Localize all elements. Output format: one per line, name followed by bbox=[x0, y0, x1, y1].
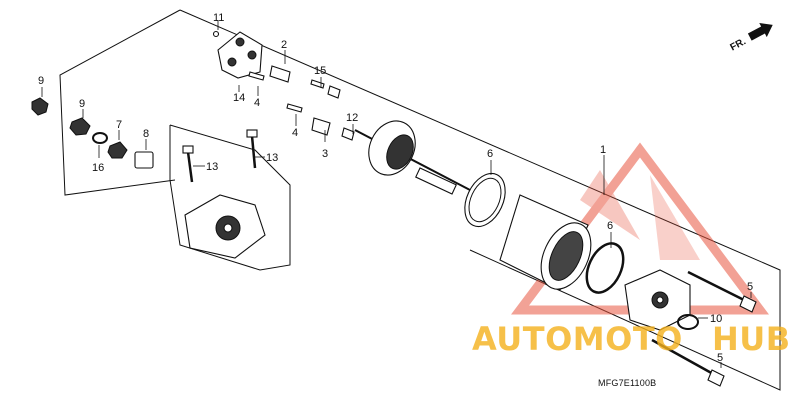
diagram-code: MFG7E1100B bbox=[598, 378, 656, 388]
yoke bbox=[499, 194, 592, 291]
callout-13-left: 13 bbox=[206, 161, 218, 173]
brush-springs bbox=[248, 65, 355, 141]
front-direction-indicator: FR. bbox=[728, 22, 773, 54]
callout-10: 10 bbox=[710, 313, 722, 325]
bolts-13 bbox=[182, 129, 258, 183]
callout-11: 11 bbox=[213, 12, 224, 24]
callout-16: 16 bbox=[92, 162, 104, 174]
callout-5-upper: 5 bbox=[747, 281, 753, 293]
small-parts-left bbox=[31, 97, 154, 169]
rear-cover bbox=[184, 194, 266, 259]
o-ring-lower bbox=[585, 242, 625, 294]
callout-7: 7 bbox=[116, 119, 122, 131]
callout-13-right: 13 bbox=[266, 152, 278, 164]
callout-12: 12 bbox=[346, 112, 358, 124]
o-ring-10 bbox=[677, 314, 699, 330]
leader-lines bbox=[41, 20, 752, 368]
watermark-automoto: AUTOMOTO bbox=[472, 320, 683, 358]
callout-3: 3 bbox=[322, 148, 328, 160]
callout-1: 1 bbox=[600, 144, 606, 156]
callout-15: 15 bbox=[314, 65, 326, 77]
armature bbox=[354, 120, 471, 195]
o-ring-upper bbox=[464, 172, 506, 228]
long-bolts bbox=[651, 270, 757, 387]
callout-9-left: 9 bbox=[38, 75, 44, 87]
callout-4-lower: 4 bbox=[292, 127, 298, 139]
arrow-right-icon bbox=[747, 22, 773, 41]
callout-6-upper: 6 bbox=[487, 148, 493, 160]
callout-14: 14 bbox=[233, 92, 245, 104]
brush-holder-assembly bbox=[212, 30, 263, 79]
callout-8: 8 bbox=[143, 128, 149, 140]
callout-9-right: 9 bbox=[79, 98, 85, 110]
watermark-text: AUTOMOTO HUB bbox=[472, 320, 791, 358]
fr-label: FR. bbox=[728, 36, 748, 53]
callout-6-lower: 6 bbox=[607, 220, 613, 232]
watermark-hub: HUB bbox=[712, 320, 791, 358]
callout-5-lower: 5 bbox=[717, 352, 723, 364]
o-ring-upper-inner bbox=[468, 177, 502, 223]
callout-4-upper: 4 bbox=[254, 97, 260, 109]
assembly-outline bbox=[59, 9, 781, 391]
callout-labels: 11 2 15 14 4 4 3 12 9 9 7 8 16 13 13 6 1… bbox=[38, 12, 753, 364]
callout-2: 2 bbox=[281, 39, 287, 51]
